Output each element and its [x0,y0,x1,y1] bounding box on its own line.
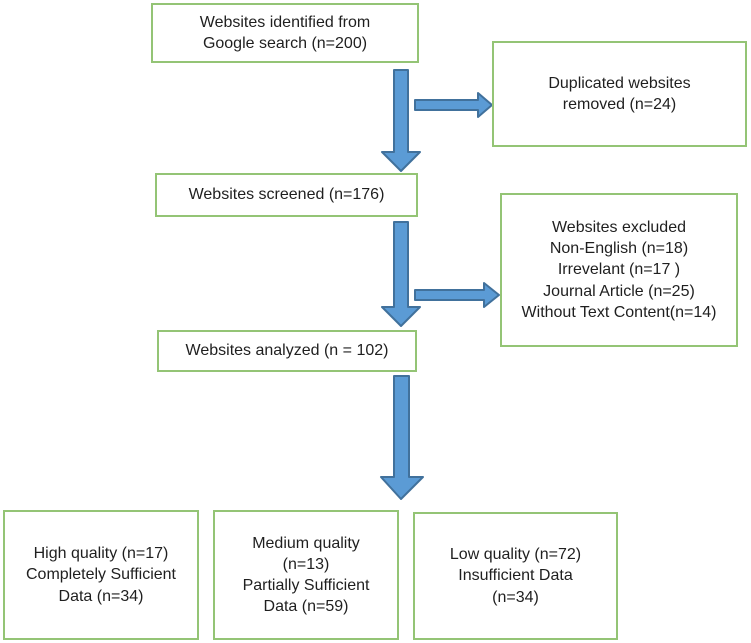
arrow-right-to-excluded-icon [414,282,500,308]
arrow-down-analyzed-to-quality-icon [380,375,424,500]
arrow-down-screened-to-analyzed-icon [381,221,421,327]
box-low-quality-label: Low quality (n=72) Insufficient Data (n=… [449,546,582,606]
box-high-quality-label: High quality (n=17) Completely Sufficien… [26,545,176,605]
arrow-right-to-duplicated-icon [414,92,493,118]
box-websites-screened-label: Websites screened (n=176) [188,186,385,204]
box-websites-screened: Websites screened (n=176) [155,173,418,217]
box-medium-quality-label: Medium quality (n=13) Partially Sufficie… [242,534,370,616]
box-medium-quality: Medium quality (n=13) Partially Sufficie… [213,510,399,640]
box-duplicated-removed-label: Duplicated websites removed (n=24) [548,74,691,113]
box-websites-identified: Websites identified from Google search (… [151,3,419,63]
box-websites-excluded: Websites excluded Non-English (n=18) Irr… [500,193,738,347]
box-websites-excluded-label: Websites excluded Non-English (n=18) Irr… [521,219,717,321]
box-websites-analyzed-label: Websites analyzed (n = 102) [185,342,389,360]
box-high-quality: High quality (n=17) Completely Sufficien… [3,510,199,640]
box-duplicated-removed: Duplicated websites removed (n=24) [492,41,747,147]
box-low-quality: Low quality (n=72) Insufficient Data (n=… [413,512,618,640]
box-websites-analyzed: Websites analyzed (n = 102) [157,330,417,372]
box-websites-identified-label: Websites identified from Google search (… [199,13,371,52]
arrow-down-identified-to-screened-icon [381,69,421,172]
